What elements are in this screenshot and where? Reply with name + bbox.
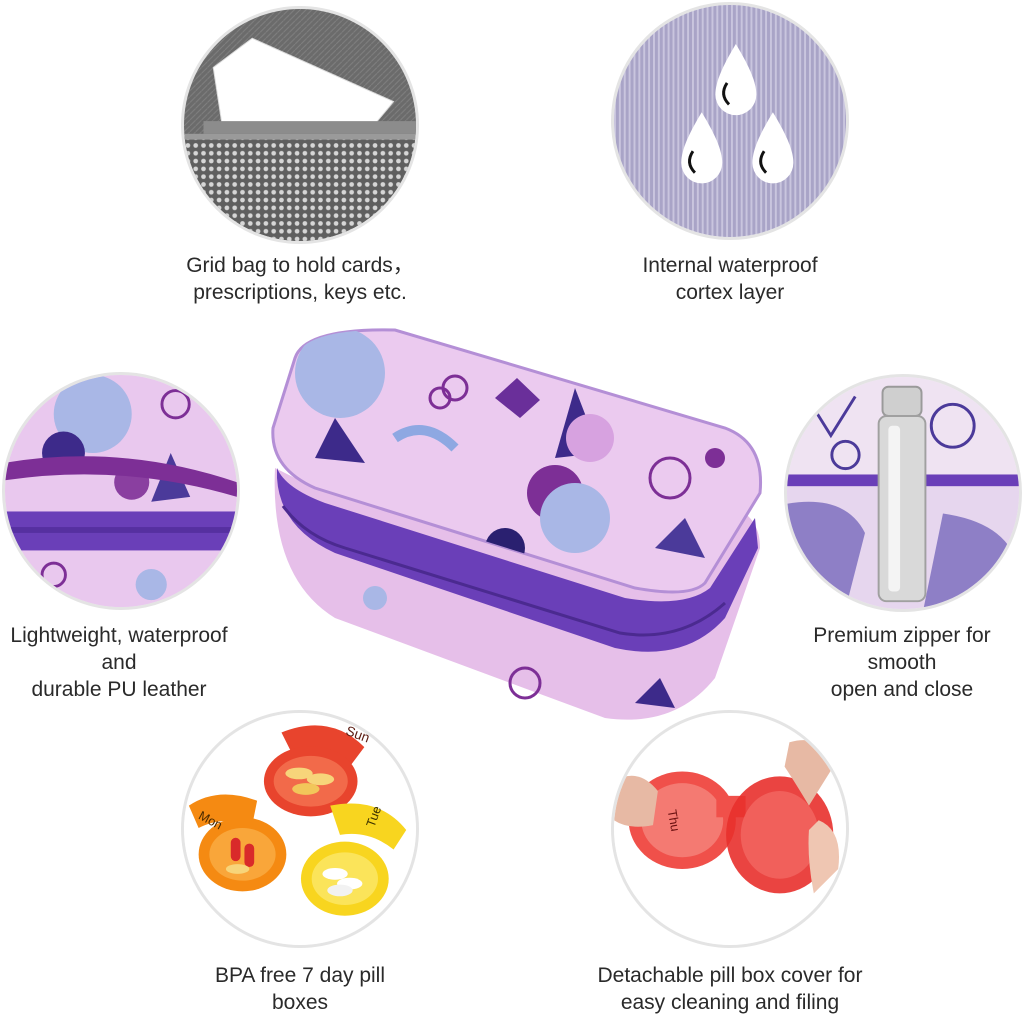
water-drop-icon xyxy=(715,43,757,116)
caption-line: prescriptions, keys etc. xyxy=(193,281,407,304)
caption-line: BPA free 7 day pill xyxy=(214,964,386,987)
detachable-cover-caption: Detachable pill box cover for easy clean… xyxy=(560,962,900,1016)
caption-line: and xyxy=(101,651,137,674)
mon-pill-box: Mon xyxy=(188,794,287,892)
zipper-pull-icon xyxy=(877,385,927,603)
pill-case-illustration xyxy=(271,328,763,720)
zipper-photo xyxy=(784,374,1022,612)
caption-line: boxes xyxy=(271,991,329,1014)
pill-boxes-illustration: Sun Mon Tue xyxy=(184,713,416,945)
pill-boxes-photo: Sun Mon Tue xyxy=(181,710,419,948)
tue-label: Tue xyxy=(364,804,384,829)
pu-leather-illustration xyxy=(5,375,237,607)
caption-line: Detachable pill box cover for xyxy=(597,964,863,987)
sun-pill-box: Sun xyxy=(263,723,372,817)
zipper-caption: Premium zipper for smooth open and close xyxy=(780,622,1024,703)
pu-leather-photo xyxy=(2,372,240,610)
thumb-left xyxy=(614,775,658,827)
waterproof-layer-caption: Internal waterproof cortex layer xyxy=(580,252,880,306)
pu-leather-caption: Lightweight, waterproof and durable PU l… xyxy=(0,622,238,703)
thu-label: Thu xyxy=(665,809,683,833)
water-drop-icon xyxy=(681,112,723,184)
caption-line: Premium zipper for xyxy=(813,624,991,647)
water-drop-icon xyxy=(752,112,794,184)
caption-line: smooth xyxy=(867,651,937,674)
grid-bag-photo xyxy=(181,6,419,244)
waterproof-layer-photo xyxy=(611,2,849,240)
tue-pill-box: Tue xyxy=(300,803,407,916)
zipper-illustration xyxy=(787,377,1019,609)
detachable-cover-photo: Thu xyxy=(611,710,849,948)
pill-case-product xyxy=(255,318,775,728)
grid-bag-caption: Grid bag to hold cards， prescriptions, k… xyxy=(150,252,450,306)
grid-bag-illustration xyxy=(184,9,416,241)
caption-line: durable PU leather xyxy=(31,678,207,701)
caption-line: cortex layer xyxy=(675,281,785,304)
pill-boxes-caption: BPA free 7 day pill boxes xyxy=(150,962,450,1016)
thumb-right xyxy=(784,740,834,806)
caption-line: Grid bag to hold cards， xyxy=(186,254,414,277)
caption-line: Internal waterproof xyxy=(642,254,818,277)
caption-line: open and close xyxy=(830,678,974,701)
detachable-cover-illustration: Thu xyxy=(614,713,846,945)
caption-line: easy cleaning and filing xyxy=(620,991,840,1014)
caption-line: Lightweight, waterproof xyxy=(10,624,228,647)
waterproof-illustration xyxy=(614,5,846,237)
